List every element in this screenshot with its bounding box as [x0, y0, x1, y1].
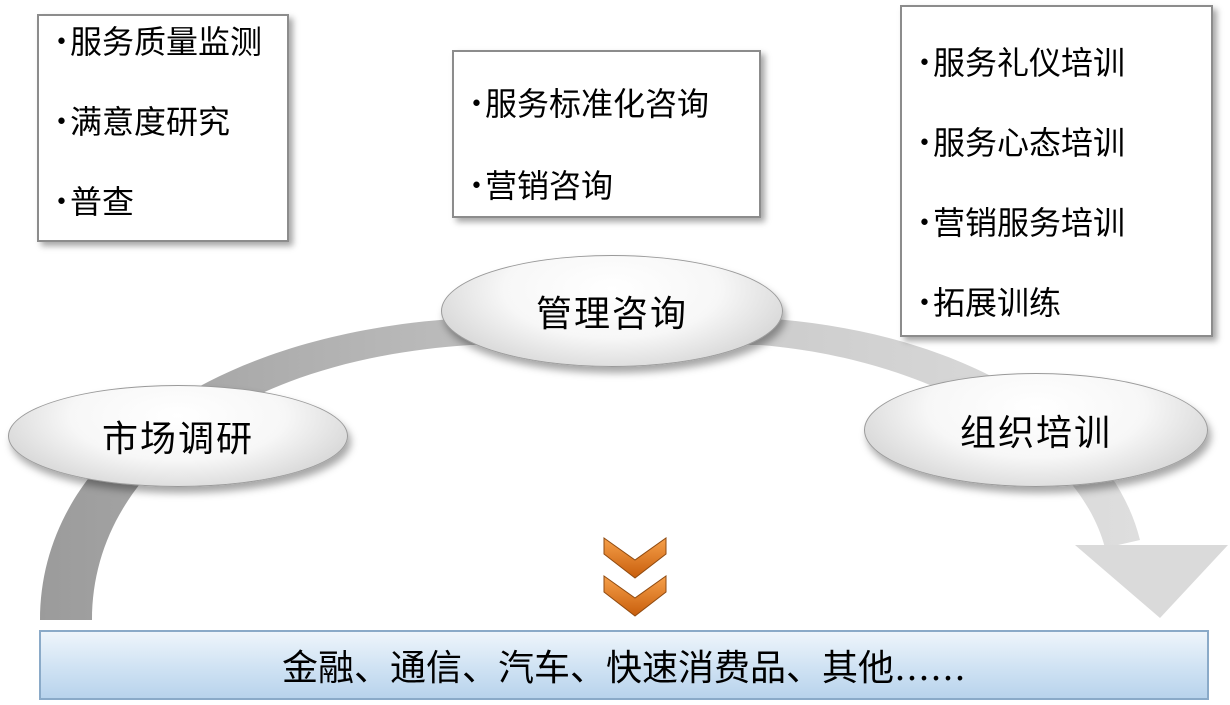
- organization-training-node: 组织培训: [864, 373, 1208, 487]
- market-research-node: 市场调研: [8, 385, 348, 487]
- list-item: 满意度研究: [55, 102, 287, 143]
- industries-bar: 金融、通信、汽车、快速消费品、其他……: [39, 630, 1209, 700]
- double-chevron-down-icon: [603, 537, 667, 617]
- list-item: 服务心态培训: [918, 123, 1211, 164]
- list-item: 普查: [55, 182, 287, 223]
- list-item: 服务标准化咨询: [470, 84, 759, 125]
- list-item: 营销咨询: [470, 166, 759, 207]
- chevron-top: [603, 537, 667, 579]
- list-item: 服务质量监测: [55, 22, 287, 63]
- management-consulting-items-box: 服务标准化咨询 营销咨询: [452, 50, 761, 218]
- list-item: 服务礼仪培训: [918, 43, 1211, 84]
- market-research-items-box: 服务质量监测 满意度研究 普查: [37, 14, 289, 242]
- list-item: 营销服务培训: [918, 203, 1211, 244]
- arc-arrowhead: [1075, 545, 1228, 618]
- management-consulting-node: 管理咨询: [441, 255, 783, 367]
- chevron-bottom: [603, 575, 667, 617]
- list-item: 拓展训练: [918, 283, 1211, 324]
- training-items-box: 服务礼仪培训 服务心态培训 营销服务培训 拓展训练: [900, 5, 1213, 337]
